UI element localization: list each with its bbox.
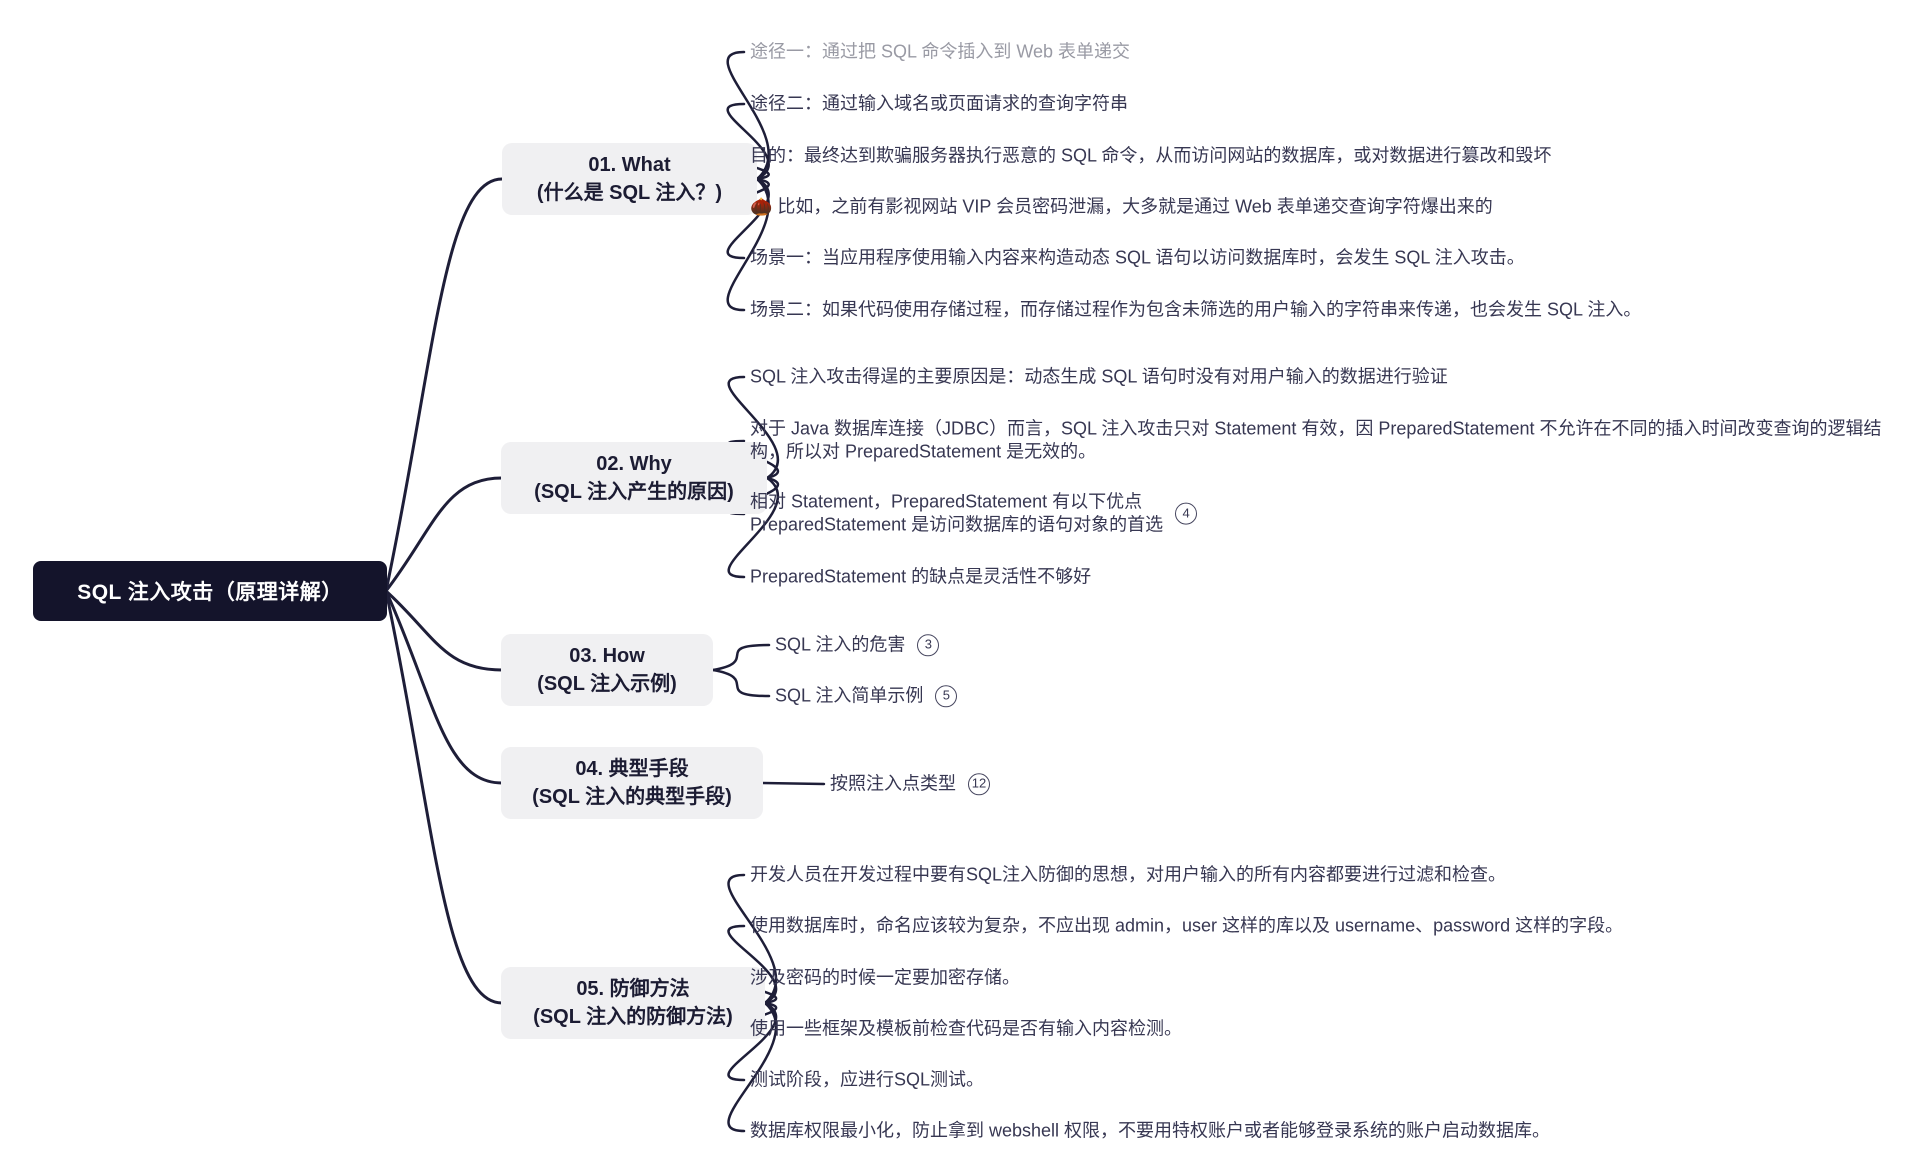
leaf-topic[interactable]: 按照注入点类型 12 xyxy=(830,772,990,795)
connector-line xyxy=(384,589,504,1005)
collapsed-count-badge[interactable]: 3 xyxy=(917,633,940,656)
connector-line xyxy=(384,589,504,785)
branch-title: 01. What xyxy=(588,153,671,176)
connector-line xyxy=(761,781,826,786)
branch-subtitle: (SQL 注入产生的原因) xyxy=(534,481,734,503)
leaf-text: 使用一些框架及模板前检查代码是否有输入内容检测。 xyxy=(750,1018,1182,1039)
connector-line xyxy=(711,643,771,672)
leaf-text: 途径二：通过输入域名或页面请求的查询字符串 xyxy=(750,93,1128,114)
connector-line xyxy=(727,1001,778,1133)
leaf-topic[interactable]: 开发人员在开发过程中要有SQL注入防御的思想，对用户输入的所有内容都要进行过滤和… xyxy=(750,863,1506,886)
leaf-topic[interactable]: 场景一：当应用程序使用输入内容来构造动态 SQL 语句以访问数据库时，会发生 S… xyxy=(750,246,1525,269)
leaf-text: SQL 注入简单示例 xyxy=(775,685,924,706)
leaf-text: 相对 Statement，PreparedStatement 有以下优点 Pre… xyxy=(750,491,1164,535)
connector-line xyxy=(384,177,504,593)
connector-line xyxy=(711,668,771,698)
leaf-topic[interactable]: 数据库权限最小化，防止拿到 webshell 权限，不要用特权账户或者能够登录系… xyxy=(750,1119,1550,1142)
connector-line xyxy=(727,476,780,579)
leaf-topic[interactable]: 目的：最终达到欺骗服务器执行恶意的 SQL 命令，从而访问网站的数据库，或对数据… xyxy=(750,144,1551,167)
root-node[interactable]: SQL 注入攻击（原理详解） xyxy=(33,561,387,621)
leaf-text: 涉及密码的时候一定要加密存储。 xyxy=(750,967,1020,988)
leaf-topic[interactable]: 测试阶段，应进行SQL测试。 xyxy=(750,1068,984,1091)
connector-line xyxy=(727,1001,778,1082)
leaf-topic[interactable]: SQL 注入简单示例 5 xyxy=(775,684,958,707)
branch-node-01-what[interactable]: 01. What (什么是 SQL 注入？) xyxy=(502,143,757,215)
leaf-text: 按照注入点类型 xyxy=(830,773,956,794)
branch-node-02-why[interactable]: 02. Why (SQL 注入产生的原因) xyxy=(501,442,767,514)
collapsed-count-badge[interactable]: 5 xyxy=(935,684,958,707)
connector-line xyxy=(384,476,504,593)
connector-line xyxy=(384,589,504,672)
leaf-text: 目的：最终达到欺骗服务器执行恶意的 SQL 命令，从而访问网站的数据库，或对数据… xyxy=(750,145,1552,166)
leaf-text: 测试阶段，应进行SQL测试。 xyxy=(750,1069,985,1090)
connector-line xyxy=(726,102,770,181)
leaf-topic[interactable]: 途径一：通过把 SQL 命令插入到 Web 表单递交 xyxy=(750,40,1130,63)
root-node-label: SQL 注入攻击（原理详解） xyxy=(77,581,343,604)
branch-subtitle: (SQL 注入示例) xyxy=(537,673,677,695)
leaf-topic[interactable]: 场景二：如果代码使用存储过程，而存储过程作为包含未筛选的用户输入的字符串来传递，… xyxy=(750,298,1641,321)
connector-line xyxy=(727,924,778,1005)
leaf-topic[interactable]: 涉及密码的时候一定要加密存储。 xyxy=(750,966,1020,989)
leaf-topic[interactable]: 对于 Java 数据库连接（JDBC）而言，SQL 注入攻击只对 Stateme… xyxy=(750,418,1900,465)
leaf-topic[interactable]: SQL 注入攻击得逞的主要原因是：动态生成 SQL 语句时没有对用户输入的数据进… xyxy=(750,365,1448,388)
branch-title: 04. 典型手段 xyxy=(575,757,689,780)
connector-line xyxy=(726,177,770,312)
leaf-topic[interactable]: 使用一些框架及模板前检查代码是否有输入内容检测。 xyxy=(750,1017,1182,1040)
leaf-text: 数据库权限最小化，防止拿到 webshell 权限，不要用特权账户或者能够登录系… xyxy=(750,1120,1551,1141)
leaf-text: SQL 注入的危害 xyxy=(775,634,906,655)
leaf-text: 开发人员在开发过程中要有SQL注入防御的思想，对用户输入的所有内容都要进行过滤和… xyxy=(750,864,1507,885)
connector-line xyxy=(727,375,780,480)
collapsed-count-badge[interactable]: 12 xyxy=(968,772,990,795)
leaf-topic[interactable]: 使用数据库时，命名应该较为复杂，不应出现 admin，user 这样的库以及 u… xyxy=(750,914,1623,937)
leaf-text: 对于 Java 数据库连接（JDBC）而言，SQL 注入攻击只对 Stateme… xyxy=(750,418,1882,462)
leaf-text: 使用数据库时，命名应该较为复杂，不应出现 admin，user 这样的库以及 u… xyxy=(750,915,1624,936)
leaf-text: 场景一：当应用程序使用输入内容来构造动态 SQL 语句以访问数据库时，会发生 S… xyxy=(750,247,1525,268)
leaf-text: SQL 注入攻击得逞的主要原因是：动态生成 SQL 语句时没有对用户输入的数据进… xyxy=(750,366,1448,387)
leaf-text: 场景二：如果代码使用存储过程，而存储过程作为包含未筛选的用户输入的字符串来传递，… xyxy=(750,299,1642,320)
leaf-topic[interactable]: 🌰 比如，之前有影视网站 VIP 会员密码泄漏，大多就是通过 Web 表单递交查… xyxy=(750,195,1493,218)
branch-title: 03. How xyxy=(569,644,645,667)
branch-subtitle: (什么是 SQL 注入？) xyxy=(536,182,723,204)
collapsed-count-badge[interactable]: 4 xyxy=(1175,503,1198,525)
branch-node-04-typical-means[interactable]: 04. 典型手段 (SQL 注入的典型手段) xyxy=(501,747,763,819)
branch-node-05-defense[interactable]: 05. 防御方法 (SQL 注入的防御方法) xyxy=(501,967,765,1039)
connector-line xyxy=(726,177,770,260)
leaf-topic[interactable]: 途径二：通过输入域名或页面请求的查询字符串 xyxy=(750,92,1128,115)
leaf-text: PreparedStatement 的缺点是灵活性不够好 xyxy=(750,566,1092,587)
leaf-topic[interactable]: SQL 注入的危害 3 xyxy=(775,633,940,656)
leaf-topic[interactable]: 相对 Statement，PreparedStatement 有以下优点 Pre… xyxy=(750,491,1198,538)
branch-subtitle: (SQL 注入的典型手段) xyxy=(532,786,732,808)
leaf-text: 途径一：通过把 SQL 命令插入到 Web 表单递交 xyxy=(750,41,1131,62)
leaf-topic[interactable]: PreparedStatement 的缺点是灵活性不够好 xyxy=(750,565,1091,588)
branch-node-03-how[interactable]: 03. How (SQL 注入示例) xyxy=(501,634,713,706)
branch-title: 05. 防御方法 xyxy=(576,977,690,1000)
branch-title: 02. Why xyxy=(596,452,672,475)
leaf-text: 🌰 比如，之前有影视网站 VIP 会员密码泄漏，大多就是通过 Web 表单递交查… xyxy=(750,196,1493,217)
branch-subtitle: (SQL 注入的防御方法) xyxy=(533,1006,733,1028)
